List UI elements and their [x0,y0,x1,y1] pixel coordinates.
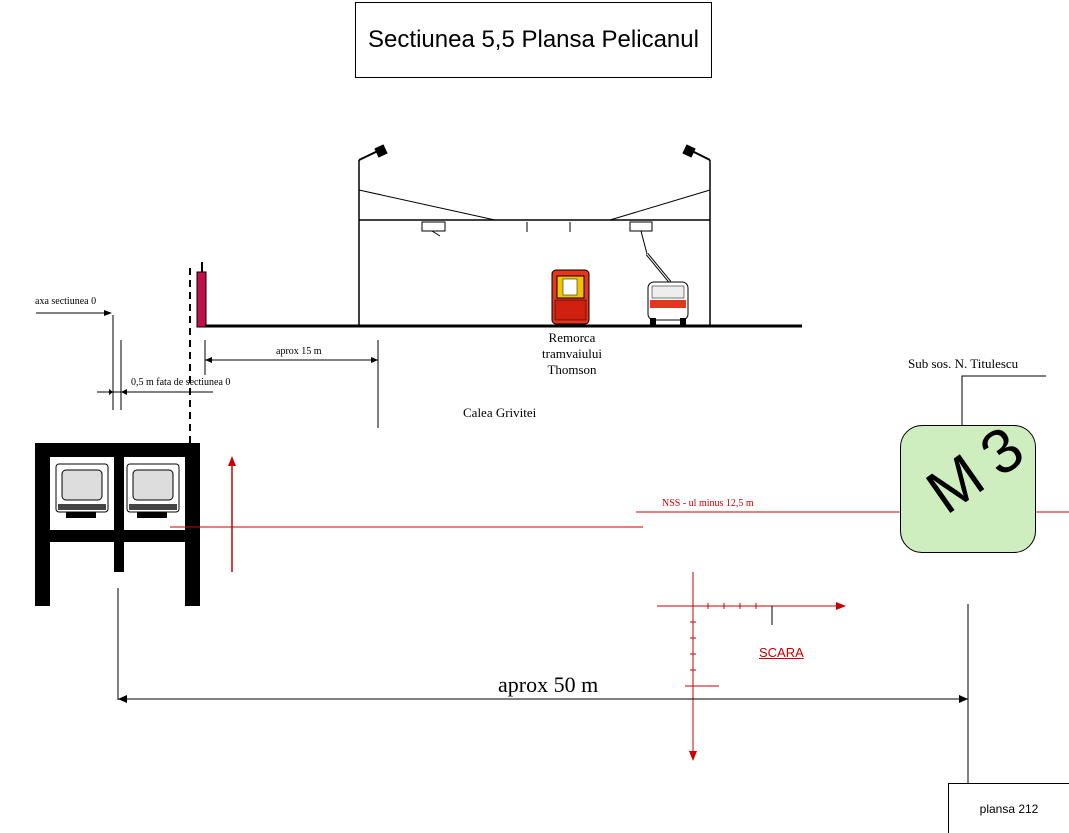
tram-car-icon [551,269,590,325]
sheet-number: plansa 212 [948,783,1069,833]
sub-label: Sub sos. N. Titulescu [908,356,1019,371]
offset-label: 0,5 m fata de sectiunea 0 [131,377,231,388]
street-label: Calea Grivitei [463,405,537,420]
metro-tunnel [35,443,200,606]
metro-sign [900,425,1036,553]
aprox50-label: aprox 50 m [498,672,599,697]
street-lamp-icon [358,144,388,161]
street-lamp-icon [682,144,711,161]
trolleybus-icon [640,230,689,325]
pole [196,271,207,328]
metro-car-icon [126,463,180,518]
remorca-label: Remorca tramvaiului Thomson [542,330,602,377]
overhead-structure [358,160,711,326]
scale-cross [657,572,840,755]
axa-label: axa sectiunea 0 [35,296,97,307]
nss-label: NSS - ul minus 12,5 m [662,498,754,509]
aprox15-label: aprox 15 m [276,346,322,357]
scale-label: SCARA [759,645,804,660]
page-title: Sectiunea 5,5 Plansa Pelicanul [355,2,712,78]
metro-car-icon [55,463,109,518]
